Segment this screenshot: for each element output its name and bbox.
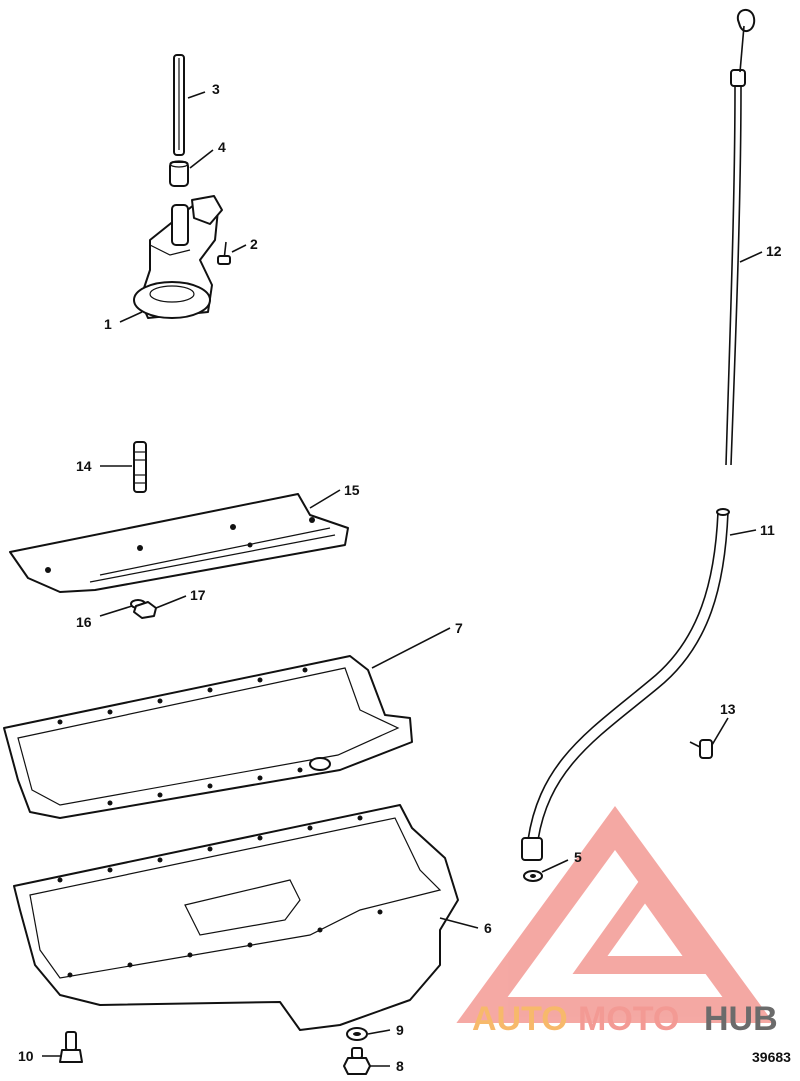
part-1-oil-pump [133, 195, 223, 319]
part-15-windage-tray [9, 493, 349, 593]
part-7-gasket [3, 655, 413, 819]
callout-13: 13 [720, 701, 736, 717]
watermark-moto: MOTO [578, 1000, 679, 1038]
callout-1: 1 [104, 316, 112, 332]
callout-16: 16 [76, 614, 92, 630]
part-12-dipstick [725, 9, 756, 466]
part-17-nut [133, 601, 157, 619]
part-13-plug [689, 739, 713, 759]
part-14-stud [133, 441, 147, 493]
part-8-drain-plug [343, 1047, 371, 1075]
callout-8: 8 [396, 1058, 404, 1074]
figure-number: 39683 [752, 1049, 791, 1065]
watermark-logo [456, 805, 774, 1023]
callout-14: 14 [76, 458, 92, 474]
leader-lines [42, 91, 763, 1067]
callout-17: 17 [190, 587, 206, 603]
part-9-washer [346, 1027, 368, 1041]
watermark-text: AUTO MOTO HUB [472, 1000, 778, 1038]
part-10-bolt [59, 1031, 83, 1063]
part-11-dipstick-tube [521, 508, 730, 861]
part-2-bolt [217, 241, 231, 265]
part-4-bushing [169, 160, 189, 187]
part-5-washer [523, 870, 543, 882]
callout-12: 12 [766, 243, 782, 259]
callout-2: 2 [250, 236, 258, 252]
part-6-oil-pan [13, 804, 459, 1031]
callout-15: 15 [344, 482, 360, 498]
callout-labels: 3 4 2 1 12 14 15 11 17 16 7 13 5 6 9 10 … [18, 81, 782, 1074]
callout-10: 10 [18, 1048, 34, 1064]
callout-6: 6 [484, 920, 492, 936]
callout-11: 11 [760, 522, 775, 538]
watermark-auto: AUTO [472, 1000, 568, 1038]
callout-3: 3 [212, 81, 220, 97]
callout-5: 5 [574, 849, 582, 865]
part-3-pickup-tube [173, 54, 185, 156]
watermark-hub: HUB [704, 1000, 778, 1038]
callout-9: 9 [396, 1022, 404, 1038]
callout-4: 4 [218, 139, 226, 155]
callout-7: 7 [455, 620, 463, 636]
